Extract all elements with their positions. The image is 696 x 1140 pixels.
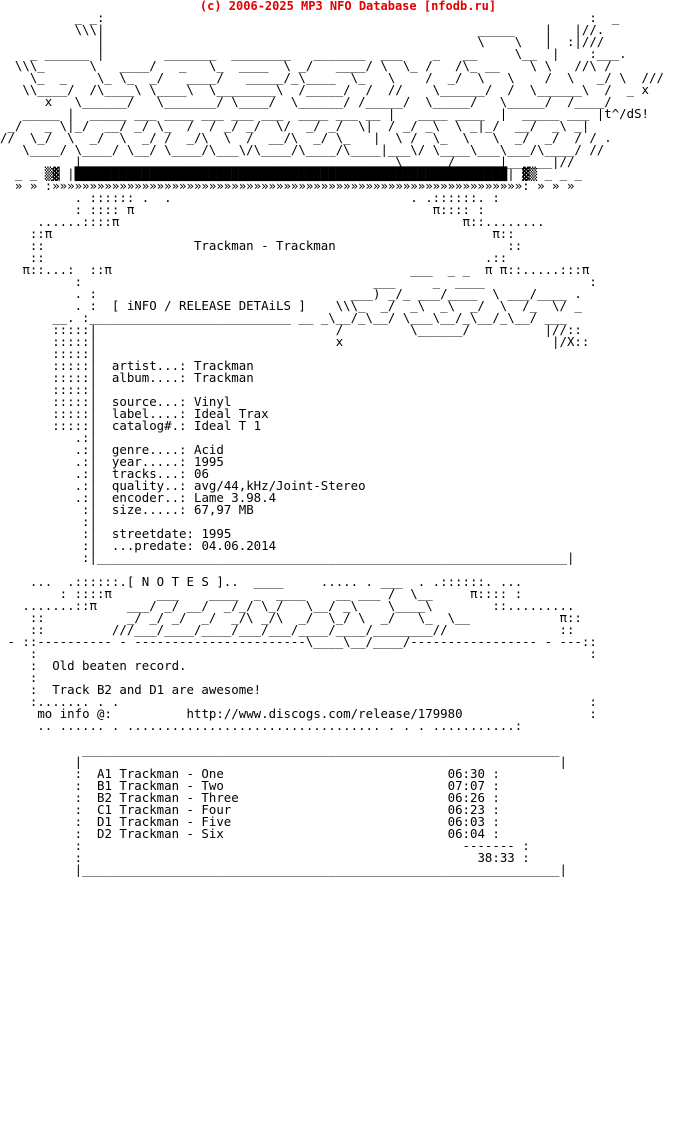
field-value: Trackman — [193, 370, 254, 385]
ascii-banner: _ _: : _ \\\| _____ | |//. | — [0, 10, 672, 277]
field-value: Acid — [193, 442, 224, 457]
field-value: Vinyl — [193, 394, 232, 409]
track-title: Trackman - Two — [119, 778, 224, 793]
total-divider: ------- — [462, 838, 515, 853]
field-value: 04.06.2014 — [201, 538, 277, 553]
banner-line: \\\| _____ | |//. — [0, 22, 605, 37]
banner-line: | \______/ |______|// — [0, 154, 597, 169]
banner-line: π::...: ::π ___ _ _ π π::.....:::π — [0, 262, 590, 277]
info-frame-line: . : [ iNFO / RELEASE DETAiLS ] \\\_ _/ _… — [0, 298, 582, 313]
banner-line: _ _: : _ — [0, 10, 627, 25]
track-title: Trackman - One — [119, 766, 224, 781]
banner-line: :: Trackman - Trackman :: — [0, 238, 523, 253]
note-line: Track B2 and D1 are awesome! — [52, 682, 262, 697]
field-key: year.....: — [111, 454, 187, 469]
nfo-text: _ _: : _ \\\| _____ | |//. | — [0, 10, 672, 877]
banner-line: // \_/ \ _/ \ _/ / _/\ \ / __/\ _/ \_ | … — [0, 130, 612, 145]
field-key: ...predate: — [111, 538, 194, 553]
field-key: streetdate: — [111, 526, 194, 541]
track-time: 06:30 — [447, 766, 485, 781]
field-key: encoder..: — [111, 490, 187, 505]
track-title: Trackman - Four — [119, 802, 232, 817]
release-fields: :::::| artist...: Trackman :::::| album.… — [0, 358, 575, 565]
field-value: 1995 — [201, 526, 232, 541]
field-value: Lame 3.98.4 — [193, 490, 277, 505]
banner-line: _ ______ | _______ ________ _______ ___ … — [0, 46, 627, 61]
field-key: size.....: — [111, 502, 187, 517]
track-time: 07:07 — [447, 778, 485, 793]
notes-section: ... .::::::.[ N O T E S ].. ____ ..... .… — [0, 574, 597, 733]
track-position: C1 — [96, 802, 112, 817]
banner-line: x \______/ \_______/ \____/ \______/ /__… — [0, 94, 635, 109]
field-key: genre....: — [111, 442, 187, 457]
track-position: A1 — [96, 766, 112, 781]
info-frame-line: __. :___________________________ __ _\__… — [0, 310, 567, 325]
track-title: Trackman - Three — [119, 790, 239, 805]
field-key: artist...: — [111, 358, 187, 373]
info-frame-line: . : ___) _/_ ___/____ \ ___/____ . — [0, 286, 582, 301]
info-frame-line: :::::| — [0, 346, 97, 361]
track-position: D2 — [96, 826, 112, 841]
banner-line: \\____/ /\____\ \____\ \________\ /_____… — [0, 82, 650, 97]
release-info-frame: : ___ _ ____ : . : ___) _/_ ___/____ \ _… — [0, 274, 597, 361]
banner-line: : :::: π π:::: : — [0, 202, 485, 217]
field-key: tracks...: — [111, 466, 187, 481]
track-time: 06:04 — [447, 826, 485, 841]
field-value: 67,97 MB — [193, 502, 254, 517]
banner-line: » » :»»»»»»»»»»»»»»»»»»»»»»»»»»»»»»»»»»»… — [0, 178, 575, 193]
field-value: Trackman — [193, 358, 254, 373]
track-position: B2 — [96, 790, 112, 805]
field-value: Ideal T 1 — [193, 418, 262, 433]
tracklist: ________________________________________… — [0, 742, 567, 877]
field-value: Ideal Trax — [193, 406, 269, 421]
notes-title: .[ N O T E S ]. — [119, 574, 232, 589]
banner-line: :: .:: — [0, 250, 508, 265]
more-info-label: mo info @: — [37, 706, 112, 721]
banner-line: \_ _ \_ \_ _/ ____/ _____/_\____ \_ \ / … — [0, 70, 672, 85]
banner-line: \\\_ \ ____/ _ \_ ____ \ _/ ____/ \ \_ /… — [0, 58, 627, 73]
banner-line: ......::::π π::........ — [0, 214, 545, 229]
site-credit: (c) 2006-2025 MP3 NFO Database [nfodb.ru… — [199, 0, 497, 13]
track-position: B1 — [96, 778, 112, 793]
banner-line: \____/ \____/ \__/ \____/\___\/\____/\__… — [0, 142, 605, 157]
info-frame-line: : ___ _ ____ : — [0, 274, 597, 289]
field-key: label....: — [111, 406, 187, 421]
more-info-url: http://www.discogs.com/release/179980 — [186, 706, 463, 721]
track-title: Trackman - Six — [119, 826, 224, 841]
field-value: 1995 — [193, 454, 224, 469]
total-time: 38:33 — [477, 850, 515, 865]
banner-line: | \ \ | :|/// — [0, 34, 605, 49]
banner-line: _ _ ▒▓ |████████████████████████████████… — [0, 166, 582, 181]
track-time: 06:03 — [447, 814, 485, 829]
banner-line: ::π π:: — [0, 226, 515, 241]
field-key: catalog#.: — [111, 418, 187, 433]
track-title: Trackman - Five — [119, 814, 232, 829]
field-key: album....: — [111, 370, 187, 385]
banner-line: . :::::: . . . .::::::. : — [0, 190, 500, 205]
field-value: avg/44,kHz/Joint-Stereo — [193, 478, 366, 493]
track-time: 06:26 — [447, 790, 485, 805]
field-key: source...: — [111, 394, 187, 409]
banner-line: _____ | _____ ___ ____ ___ ___ ___ ____ … — [0, 106, 650, 121]
track-position: D1 — [96, 814, 112, 829]
field-value: 06 — [193, 466, 209, 481]
track-time: 06:23 — [447, 802, 485, 817]
info-frame-line: :::::| / \______/ |//:: — [0, 322, 582, 337]
note-line: Old beaten record. — [52, 658, 187, 673]
field-key: quality..: — [111, 478, 187, 493]
banner-line: _/ _ \|_/ __/ _/ \_ / / _/ _/ \/ _/ _/ \… — [0, 118, 590, 133]
info-frame-line: :::::| x |/X:: — [0, 334, 590, 349]
